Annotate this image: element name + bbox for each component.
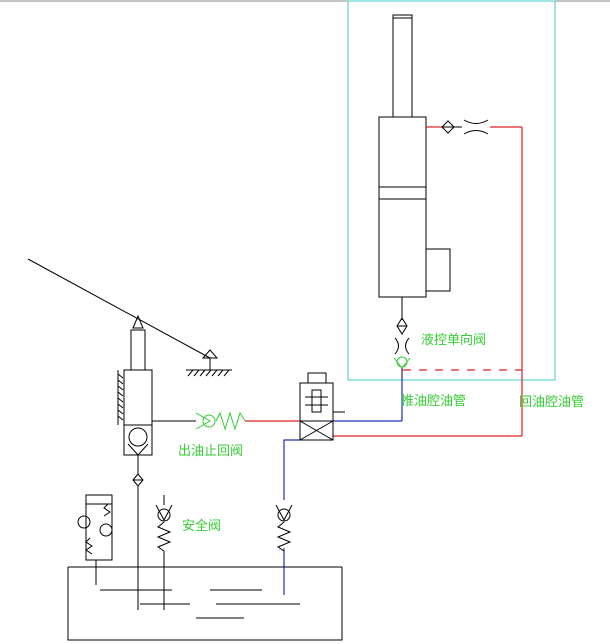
outlet-check-valve	[152, 411, 246, 431]
cylinder-upper-body	[378, 116, 427, 188]
return-restrictor	[426, 119, 522, 135]
label-safety-valve: 安全阀	[182, 518, 221, 534]
oil-tank	[67, 566, 343, 641]
piston-rod	[392, 14, 413, 118]
pilot-check-valve	[393, 317, 411, 378]
label-return-oil-pipe: 回油腔油管	[519, 395, 584, 410]
filter-group	[77, 494, 113, 585]
label-pilot-check-valve: 液控单向阀	[421, 332, 486, 348]
push-oil-pipe	[283, 378, 403, 595]
return-check-valve	[275, 504, 293, 552]
cylinder-lower-body	[378, 198, 427, 298]
piston-head	[378, 186, 427, 200]
hydraulic-cylinder	[378, 14, 451, 320]
hand-pump	[117, 329, 153, 610]
directional-valve	[299, 372, 345, 441]
safety-valve	[155, 495, 173, 610]
return-oil-pipe	[333, 127, 523, 437]
label-push-oil-pipe: 推油腔油管	[401, 394, 466, 409]
label-outlet-check-valve: 出油止回阀	[178, 444, 243, 459]
pump-lever	[27, 258, 232, 377]
cylinder-frame	[347, 0, 556, 381]
cylinder-side-box	[425, 248, 451, 292]
